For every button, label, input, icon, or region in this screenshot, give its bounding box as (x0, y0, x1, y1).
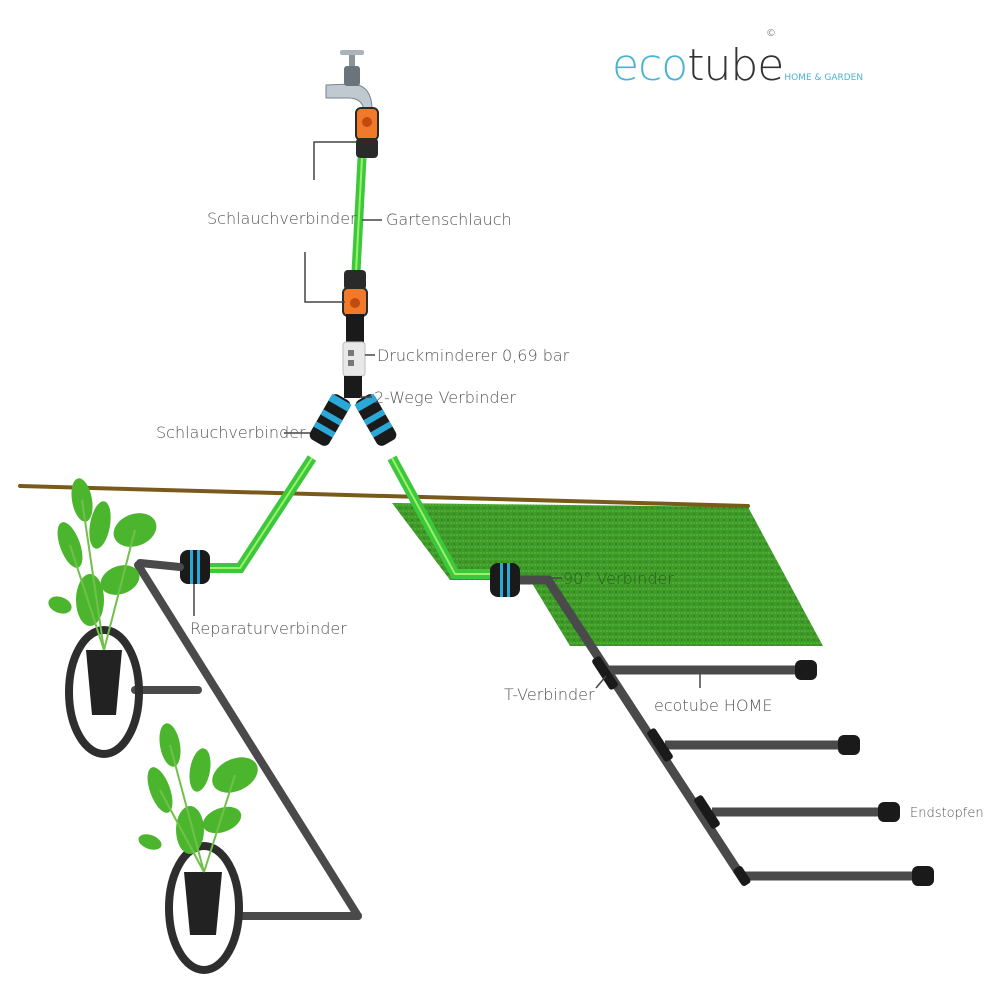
potted-plant-icon (48, 478, 157, 715)
label-two-way-connector: 2-Wege Verbinder (374, 388, 516, 407)
hose-connector-top (355, 107, 379, 158)
logo-tube: tube (687, 40, 784, 91)
ecotube-right-network (520, 575, 912, 885)
hose-connector-mid (342, 270, 368, 344)
label-ecotube-home: ecotube HOME (654, 696, 772, 715)
end-plug-icon (795, 660, 934, 886)
leader-hose-connector-top (313, 141, 356, 180)
lawn-area (392, 503, 823, 646)
logo-eco: eco (612, 40, 688, 91)
label-t-connector: T-Verbinder (504, 685, 595, 704)
faucet-icon (325, 50, 373, 111)
leader-hose-connector-mid (304, 252, 345, 303)
plant-ring-1 (65, 626, 143, 758)
garden-hose-left-branch (205, 455, 317, 573)
ground-line (18, 484, 750, 508)
logo-copyright: © (766, 28, 776, 39)
label-hose-connector-top: Schlauchverbinder (207, 209, 357, 228)
label-hose-connector-y: Schlauchverbinder (156, 423, 306, 442)
label-repair-connector: Reparaturverbinder (190, 619, 347, 638)
pressure-reducer (342, 341, 366, 377)
two-way-connector (309, 376, 397, 446)
elbow-connector (490, 563, 520, 597)
potted-plant-icon (138, 723, 258, 935)
repair-connector (180, 550, 210, 584)
label-elbow-connector: 90° Verbinder (563, 569, 674, 588)
label-end-plug: Endstopfen (910, 806, 984, 821)
logo-subtitle: HOME & GARDEN (784, 73, 864, 83)
ecotube-left-network (131, 559, 362, 920)
label-garden-hose: Gartenschlauch (386, 210, 512, 229)
label-pressure-reducer: Druckminderer 0,69 bar (377, 346, 570, 365)
leader-t-connector (595, 675, 607, 689)
t-connectors (592, 656, 751, 886)
brand-logo: ecotubeHOME & GARDEN © (612, 28, 864, 91)
plant-ring-2 (165, 842, 243, 974)
